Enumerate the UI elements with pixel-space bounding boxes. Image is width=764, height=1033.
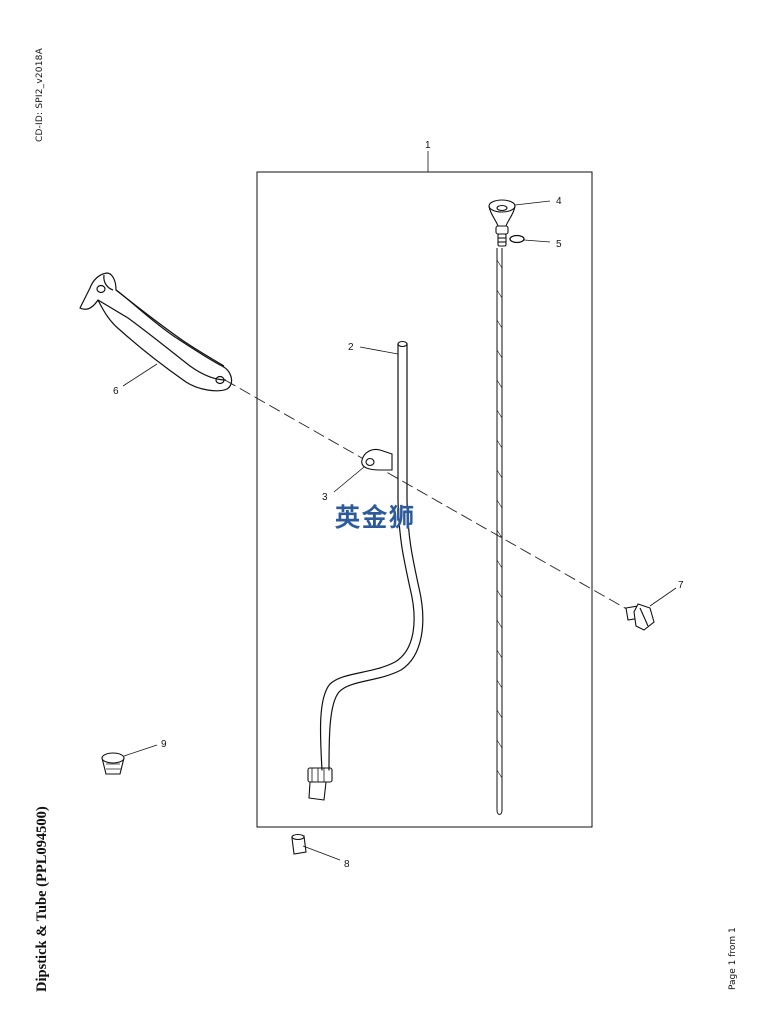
leader-lines [122, 200, 677, 861]
dipstick-cap-part-4 [488, 199, 516, 247]
clip-part-3 [361, 448, 393, 471]
callout-4: 4 [556, 196, 562, 207]
bolt-part-7 [625, 603, 655, 631]
callout-7: 7 [678, 580, 684, 591]
watermark: 英金狮 [335, 503, 416, 532]
callout-2: 2 [348, 342, 354, 353]
callout-8: 8 [344, 859, 350, 870]
assembly-axis-line [224, 379, 633, 613]
assembly-frame [256, 171, 593, 828]
dipstick-blade [496, 248, 503, 815]
callout-5: 5 [556, 239, 562, 250]
callout-6: 6 [113, 386, 119, 397]
bracket-part-6 [79, 272, 233, 392]
callout-3: 3 [322, 492, 328, 503]
grommet-part-9 [101, 752, 125, 775]
callout-1: 1 [425, 140, 431, 151]
dipstick-tube-part-2 [307, 340, 424, 801]
callout-9: 9 [161, 739, 167, 750]
plug-part-8 [291, 833, 307, 855]
o-ring-part-5 [509, 234, 525, 244]
